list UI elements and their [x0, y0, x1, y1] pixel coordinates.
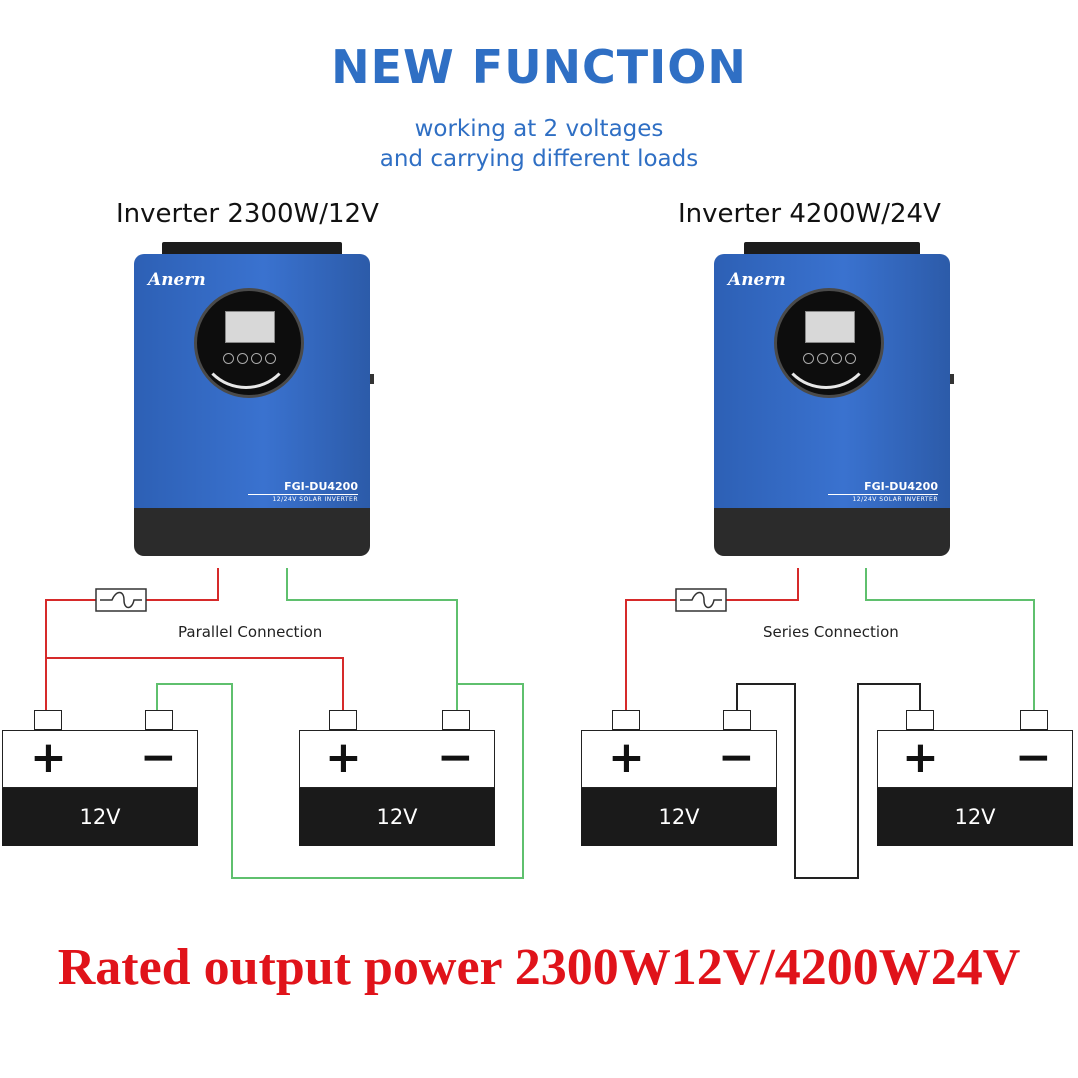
negative-terminal — [145, 710, 173, 730]
model-label: FGI-DU4200 — [284, 480, 358, 493]
minus-icon: − — [1015, 732, 1052, 783]
battery-voltage-label: 12V — [299, 788, 495, 846]
battery-top — [2, 730, 198, 788]
battery-voltage-label: 12V — [877, 788, 1073, 846]
right-series-link — [736, 683, 921, 879]
panel-ring — [777, 291, 875, 389]
plus-icon: + — [30, 732, 67, 783]
positive-terminal — [612, 710, 640, 730]
right-inverter-title: Inverter 4200W/24V — [678, 199, 941, 229]
model-underline — [248, 494, 358, 495]
minus-icon: − — [437, 732, 474, 783]
plus-icon: + — [608, 732, 645, 783]
plus-icon: + — [902, 732, 939, 783]
panel-button-icon — [251, 353, 262, 364]
battery-voltage-label: 12V — [2, 788, 198, 846]
negative-terminal — [723, 710, 751, 730]
left-positive-link — [46, 657, 344, 712]
brand-logo: Anern — [728, 270, 786, 290]
rated-output-power: Rated output power 2300W12V/4200W24V — [57, 939, 1021, 996]
headline: NEW FUNCTION — [331, 40, 747, 94]
positive-terminal — [34, 710, 62, 730]
mounting-bracket — [162, 242, 342, 256]
battery-left-2: + − 12V — [299, 710, 495, 846]
inverter-body: Anern FGI-DU4200 12/24V SOLAR INVERTER — [714, 254, 954, 508]
model-underline — [828, 494, 938, 495]
lcd-screen — [805, 311, 855, 343]
battery-top — [581, 730, 777, 788]
left-fuse-element — [100, 591, 142, 609]
panel-button-icon — [845, 353, 856, 364]
model-sublabel: 12/24V SOLAR INVERTER — [272, 496, 358, 503]
right-fuse — [675, 588, 727, 612]
negative-terminal — [442, 710, 470, 730]
parallel-connection-label: Parallel Connection — [178, 623, 323, 641]
negative-terminal — [1020, 710, 1048, 730]
mounting-bracket — [744, 242, 920, 256]
inverter-base — [714, 508, 950, 556]
positive-terminal — [329, 710, 357, 730]
side-port — [370, 374, 374, 384]
battery-voltage-label: 12V — [581, 788, 777, 846]
left-fuse — [95, 588, 147, 612]
brand-logo: Anern — [148, 270, 206, 290]
battery-left-1: + − 12V — [2, 710, 198, 846]
left-inverter-title: Inverter 2300W/12V — [116, 199, 379, 229]
right-negative-wire — [865, 568, 1035, 712]
model-sublabel: 12/24V SOLAR INVERTER — [852, 496, 938, 503]
panel-button-icon — [237, 353, 248, 364]
panel-button-icon — [265, 353, 276, 364]
subtitle-line-1: working at 2 voltages — [414, 116, 664, 142]
side-port — [950, 374, 954, 384]
panel-button-icon — [817, 353, 828, 364]
battery-top — [877, 730, 1073, 788]
control-panel — [194, 288, 304, 398]
panel-button-icon — [803, 353, 814, 364]
battery-right-2: + − 12V — [877, 710, 1073, 846]
series-connection-label: Series Connection — [763, 623, 899, 641]
right-fuse-element — [680, 591, 722, 609]
control-panel — [774, 288, 884, 398]
battery-right-1: + − 12V — [581, 710, 777, 846]
lcd-screen — [225, 311, 275, 343]
minus-icon: − — [718, 732, 755, 783]
subtitle-line-2: and carrying different loads — [379, 146, 699, 172]
panel-ring — [197, 291, 295, 389]
inverter-base — [134, 508, 370, 556]
left-negative-wire — [286, 568, 458, 712]
minus-icon: − — [140, 732, 177, 783]
positive-terminal — [906, 710, 934, 730]
plus-icon: + — [325, 732, 362, 783]
inverter-body: Anern FGI-DU4200 12/24V SOLAR INVERTER — [134, 254, 374, 508]
left-negative-link — [156, 683, 524, 879]
panel-button-icon — [831, 353, 842, 364]
panel-button-icon — [223, 353, 234, 364]
battery-top — [299, 730, 495, 788]
model-label: FGI-DU4200 — [864, 480, 938, 493]
